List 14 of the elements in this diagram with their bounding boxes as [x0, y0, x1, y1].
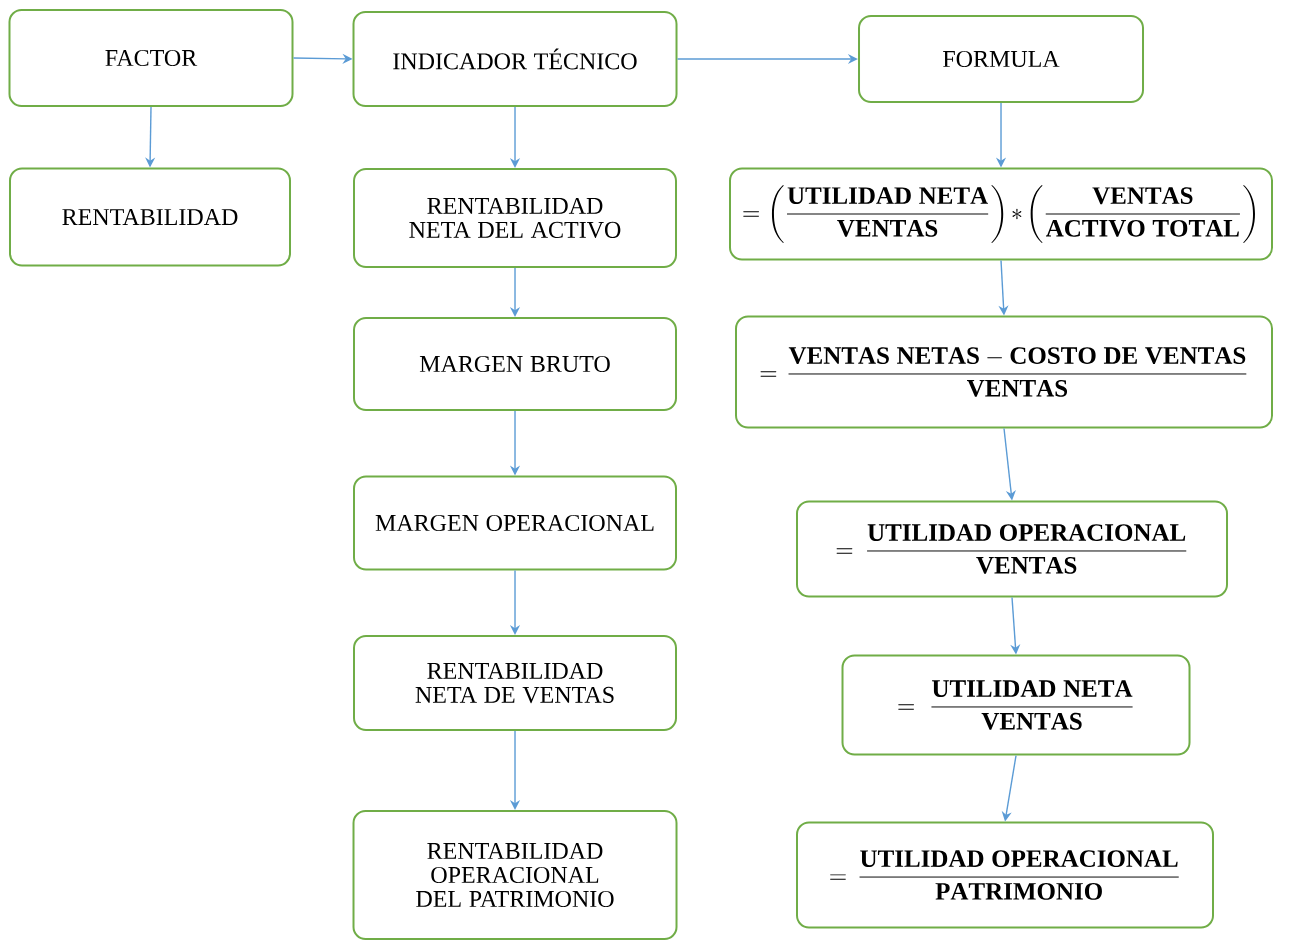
process-box: RENTABILIDAD NETA DE VENTAS [353, 635, 677, 731]
process-box: RENTABILIDAD OPERACIONAL DEL PATRIMONIO [352, 810, 678, 940]
process-box: MARGEN BRUTO [353, 317, 677, 411]
process-box: RENTABILIDAD [9, 167, 291, 267]
formula-box: $=\left(\frac{\mathbf{UTILIDAD\ NETA}}{\mathbf{VENTAS}}\right)*\left(\frac{\mathbf{VENTAS}}{\mathbf{ACTIVO\ TOTAL}}\right)$ [729, 167, 1273, 261]
process-box: FACTOR [8, 9, 294, 107]
formula-box: $=\frac{\mathbf{UTILIDAD\ NETA}}{\mathbf{VENTAS}}$ [841, 654, 1191, 756]
formula-box: $=\frac{\mathbf{VENTAS\ NETAS}-\mathbf{COSTO\ DE\ VENTAS}}{\mathbf{VENTAS}}$ [735, 315, 1273, 429]
process-box: INDICADOR TÉCNICO [352, 11, 678, 107]
formula-box: $=\frac{\mathbf{UTILIDAD\ OPERACIONAL}}{\mathbf{VENTAS}}$ [796, 500, 1228, 598]
process-box: MARGEN OPERACIONAL [353, 475, 677, 571]
process-box: FORMULA [858, 15, 1144, 103]
formula-box: $=\frac{\mathbf{UTILIDAD\ OPERACIONAL}}{\mathbf{PATRIMONIO}}$ [796, 821, 1214, 929]
process-box: RENTABILIDAD NETA DEL ACTIVO [353, 168, 677, 268]
